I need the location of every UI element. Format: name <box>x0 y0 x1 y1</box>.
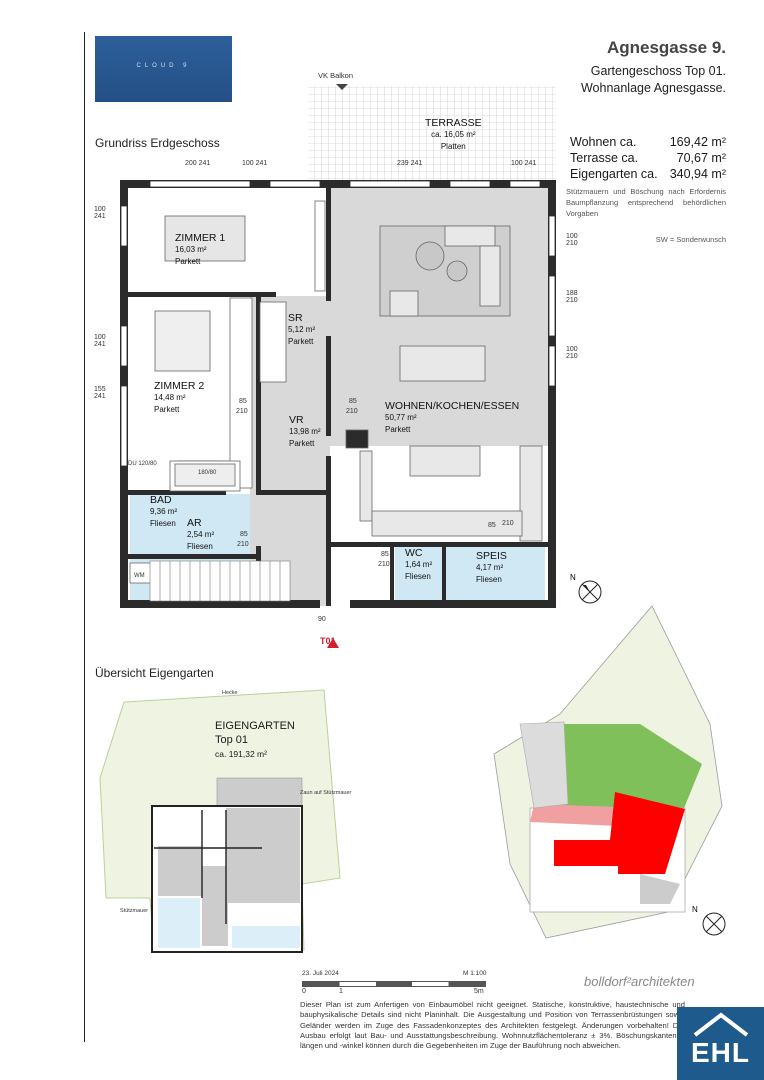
room-label-terrasse: TERRASSE ca. 16,05 m² Platten <box>425 117 482 151</box>
house-roof-icon <box>693 1012 749 1037</box>
plan-scale: M 1:100 <box>463 970 487 977</box>
site-plan <box>493 605 723 939</box>
site-terrace-marker <box>530 804 618 826</box>
dim-label: 85 <box>240 531 248 538</box>
dim-label: 210 <box>378 561 390 568</box>
scale-one: 1 <box>339 988 343 995</box>
wc-floor <box>395 544 445 606</box>
page-subtitle-project: Wohnanlage Agnesgasse. <box>580 81 726 95</box>
disclaimer-text: Dieser Plan ist zum Anfertigen von Einba… <box>300 1000 685 1051</box>
entry-arrow-icon <box>327 638 339 648</box>
left-margin-rule <box>84 32 85 1042</box>
retaining-wall-note: Stützmauern und Böschung nach Erforderni… <box>566 187 726 218</box>
dim-label: 155 241 <box>94 386 106 400</box>
room-label-zimmer2: ZIMMER 2 14,48 m² Parkett <box>154 380 205 414</box>
dim-label: 100 241 <box>242 160 268 167</box>
dim-label: 210 <box>346 408 358 415</box>
dim-label: 200 241 <box>185 160 211 167</box>
sonderwunsch-note: SW = Sonderwunsch <box>655 235 726 244</box>
entry-label: T01 <box>320 636 336 646</box>
room-label-wohnen: WOHNEN/KOCHEN/ESSEN 50,77 m² Parkett <box>385 400 520 434</box>
dim-label: 90 <box>318 616 326 623</box>
garden-plan <box>99 689 341 953</box>
terrace-tiles <box>308 86 556 186</box>
shower-label: DU 120/80 <box>128 461 157 467</box>
vk-marker-icon <box>336 84 348 90</box>
ehl-logo: EHL <box>677 1007 764 1080</box>
dim-label: 100 241 <box>94 334 106 348</box>
room-label-ar: AR 2,54 m² Fliesen <box>187 517 215 551</box>
logo-text: CLOUD 9 <box>136 63 191 69</box>
scale-bar <box>302 981 486 987</box>
garden-label: EIGENGARTEN Top 01 ca. 191,32 m² <box>215 720 295 759</box>
dim-label: 100 210 <box>566 346 578 360</box>
dim-label: 210 <box>236 408 248 415</box>
ehl-brand-text: EHL <box>691 1037 750 1068</box>
area-row-garden: Eigengarten ca.340,94 m² <box>570 167 726 181</box>
hedge-label: Hecke <box>222 690 238 696</box>
garden-section-title: Übersicht Eigengarten <box>95 666 214 680</box>
fence-label: Zaun auf Stützmauer <box>300 790 352 796</box>
dim-label: 100 210 <box>566 233 578 247</box>
svg-text:N: N <box>570 573 576 582</box>
room-label-bad: BAD 9,36 m² Fliesen <box>150 494 178 528</box>
architect-logo: bolldorf²architekten <box>584 974 695 989</box>
floorplan-section-title: Grundriss Erdgeschoss <box>95 136 220 150</box>
page-subtitle-floor: Gartengeschoss Top 01. <box>590 64 726 78</box>
dim-label: 210 <box>237 541 249 548</box>
dim-label: 210 <box>502 520 514 527</box>
scale-zero: 0 <box>302 988 306 995</box>
room-label-sr: SR 5,12 m² Parkett <box>288 312 316 346</box>
dim-label: 85 <box>349 398 357 405</box>
dim-label: 100 241 <box>511 160 537 167</box>
dim-label: 188 210 <box>566 290 578 304</box>
vk-balkon-label: VK Balkon <box>318 71 354 80</box>
site-unit-marker <box>554 792 685 874</box>
area-row-living: Wohnen ca.169,42 m² <box>570 135 726 149</box>
scale-five: 5m <box>474 988 484 995</box>
north-arrow-icon: N <box>570 573 602 604</box>
floor-plan <box>120 84 556 648</box>
plan-date: 23. Juli 2024 <box>302 970 339 977</box>
room-label-wc: WC 1,64 m² Fliesen <box>405 547 433 581</box>
dim-label: 85 <box>381 551 389 558</box>
washer-label: WM <box>134 573 145 579</box>
page-title: Agnesgasse 9. <box>606 38 726 57</box>
room-label-vr: VR 13,98 m² Parkett <box>289 414 321 448</box>
dim-label: 100 241 <box>94 206 106 220</box>
dim-label: 85 <box>488 522 496 529</box>
dim-label: 85 <box>239 398 247 405</box>
pantry-floor <box>445 544 545 606</box>
retaining-wall-label: Stützmauer <box>120 908 149 914</box>
cloud9-logo: CLOUD 9 <box>95 36 232 102</box>
north-arrow-site-icon: N <box>692 905 726 936</box>
room-label-speis: SPEIS 4,17 m² Fliesen <box>476 550 507 584</box>
room-label-zimmer1: ZIMMER 1 16,03 m² Parkett <box>175 232 226 266</box>
svg-text:N: N <box>692 905 698 914</box>
area-row-terrace: Terrasse ca.70,67 m² <box>570 151 726 165</box>
dim-label: 239 241 <box>397 160 423 167</box>
bathtub-label: 180/80 <box>198 470 217 476</box>
